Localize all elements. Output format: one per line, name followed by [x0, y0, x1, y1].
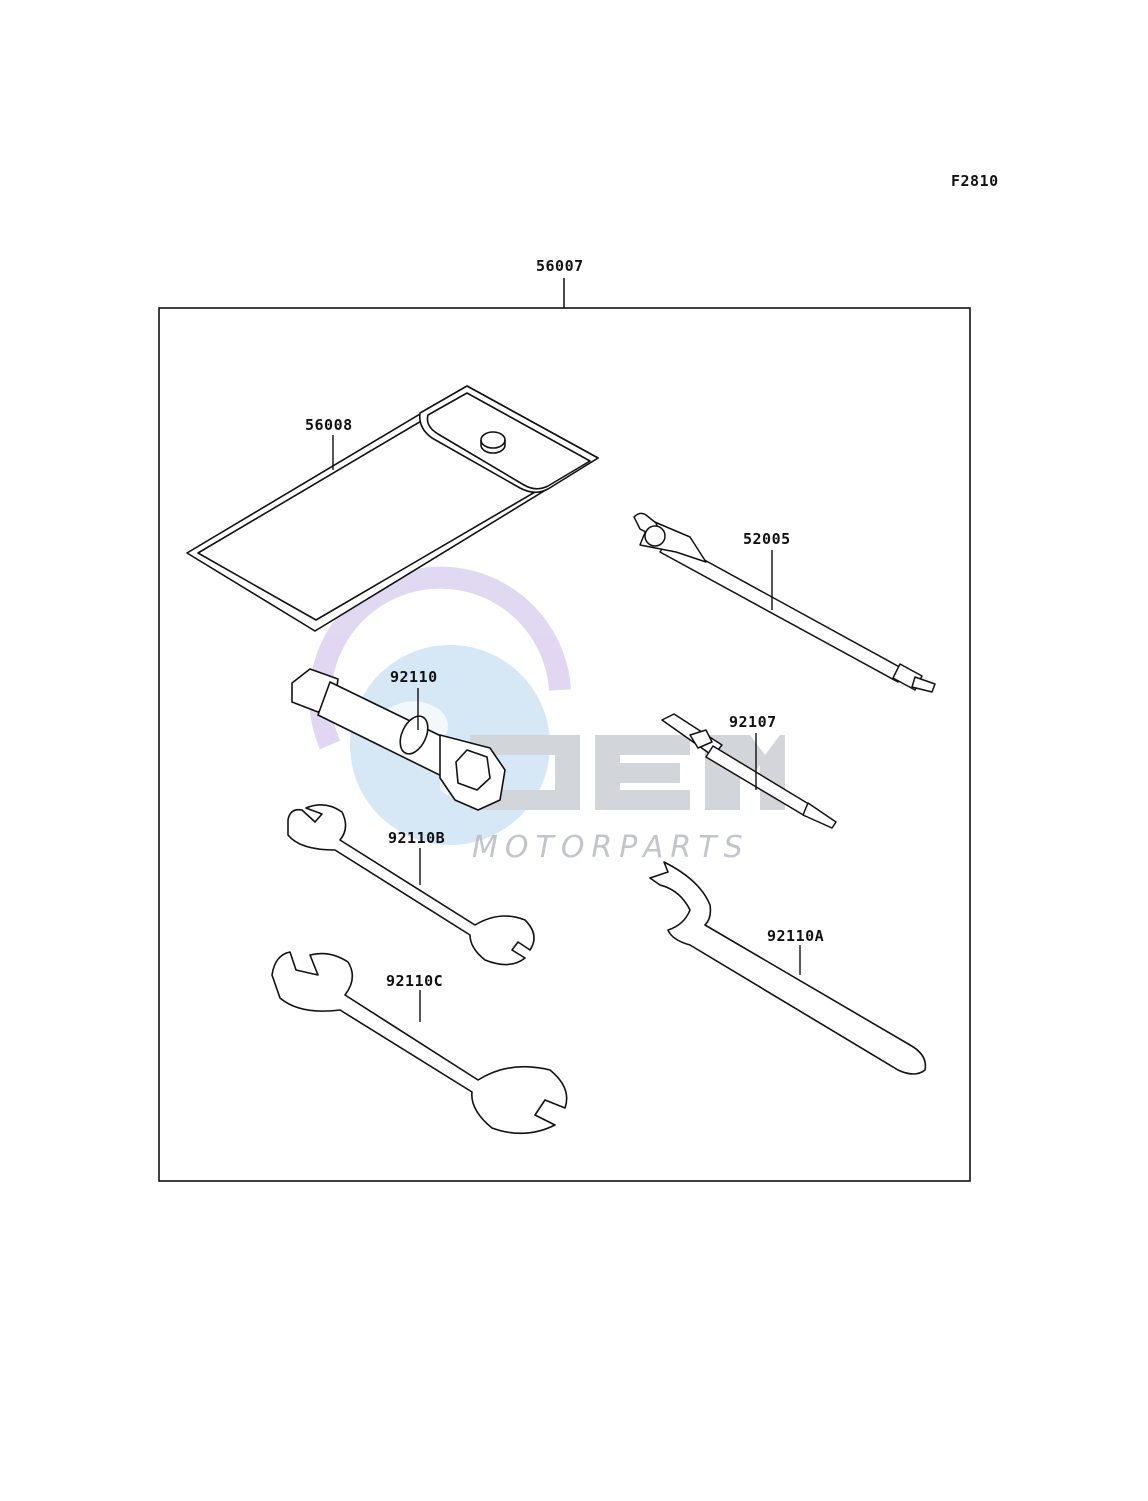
- part-label-92110a[interactable]: 92110A: [767, 927, 825, 945]
- part-label-92110c[interactable]: 92110C: [386, 972, 444, 990]
- tool-52005-drawing: [633, 512, 936, 693]
- figure-code: F2810: [951, 172, 999, 190]
- snap-button: [480, 431, 506, 449]
- part-label-56008[interactable]: 56008: [305, 416, 353, 434]
- hook-wrench-92110a-drawing: [649, 861, 927, 1075]
- wrench-92110c-drawing: [271, 951, 568, 1135]
- part-label-92110b[interactable]: 92110B: [388, 829, 446, 847]
- kit-part-number[interactable]: 56007: [536, 257, 584, 275]
- tool-case-drawing: [186, 385, 599, 632]
- watermark-tagline: MOTORPARTS: [472, 830, 750, 865]
- part-label-92107[interactable]: 92107: [729, 713, 777, 731]
- part-label-52005[interactable]: 52005: [743, 530, 791, 548]
- wrench-92110b-drawing: [287, 804, 535, 966]
- screwdriver-92107-drawing: [661, 713, 837, 829]
- plug-wrench-92110-drawing: [291, 668, 506, 811]
- part-label-92110[interactable]: 92110: [390, 668, 438, 686]
